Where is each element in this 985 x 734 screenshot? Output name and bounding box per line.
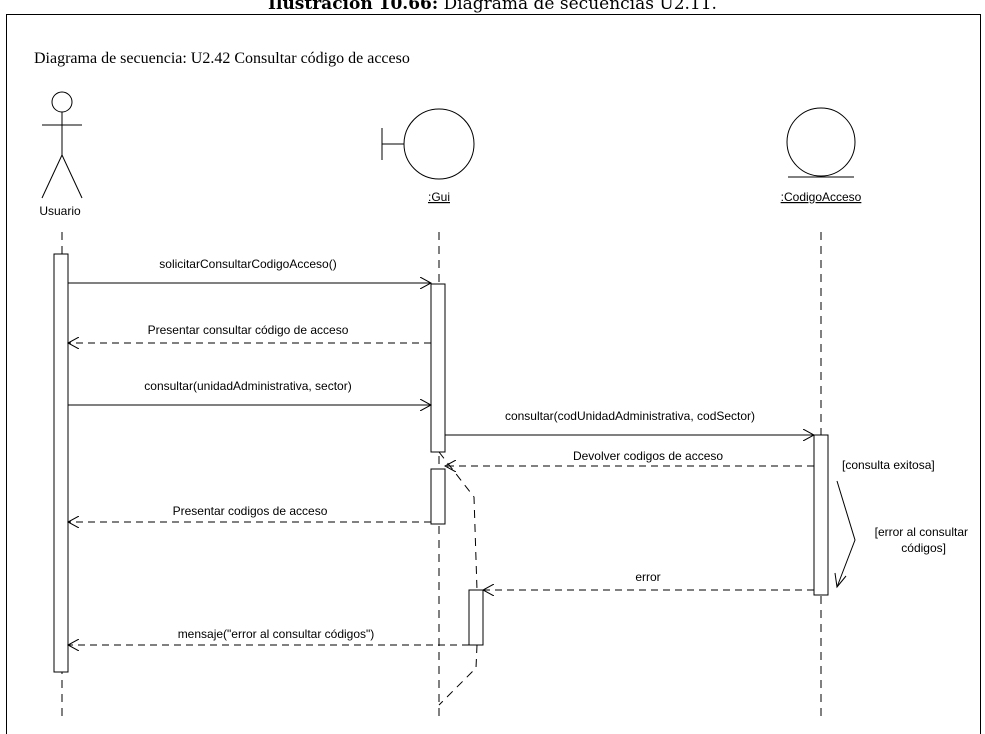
guard-success: [consulta exitosa] — [842, 458, 935, 472]
actor-right-leg — [61, 154, 83, 199]
boundary-gui: :Gui — [381, 108, 475, 204]
lifeline-label-codigoacceso: :CodigoAcceso — [781, 190, 862, 204]
caption-prefix: Ilustración 10.66: — [268, 0, 439, 14]
dashed-self-path-2 — [438, 644, 478, 706]
caption-text: Diagrama de secuencias U2.11. — [438, 0, 717, 14]
diagram-frame — [6, 14, 981, 734]
message-4-label: consultar(codUnidadAdministrativa, codSe… — [505, 409, 755, 423]
message-1-label: solicitarConsultarCodigoAcceso() — [159, 257, 336, 271]
guard-error-line1: [error al consultar — [875, 525, 968, 539]
activation-usuario — [53, 253, 69, 673]
entity-circle — [786, 107, 856, 177]
boundary-circle — [403, 108, 475, 180]
actor-left-leg — [41, 154, 63, 199]
diagram-title: Diagrama de secuencia: U2.42 Consultar c… — [34, 50, 410, 67]
message-3-label: consultar(unidadAdministrativa, sector) — [144, 379, 351, 393]
figure-caption: Ilustración 10.66: Diagrama de secuencia… — [0, 0, 985, 14]
lifeline-label-gui: :Gui — [428, 190, 450, 204]
activation-gui-3 — [468, 589, 484, 646]
message-7-label: error — [635, 570, 660, 584]
guard-bracket-arrowhead — [834, 572, 847, 589]
lifeline-label-usuario: Usuario — [39, 204, 81, 218]
actor-head — [51, 91, 73, 113]
message-5-label: Devolver codigos de acceso — [573, 449, 723, 463]
guard-bracket — [836, 480, 856, 588]
activation-gui-1 — [430, 283, 446, 453]
activation-codigoacceso — [813, 434, 829, 596]
guard-error-line2: códigos] — [901, 541, 946, 555]
actor-usuario: Usuario — [39, 91, 83, 218]
entity-codigoacceso: :CodigoAcceso — [781, 107, 862, 204]
activation-gui-2 — [430, 468, 446, 525]
message-6-label: Presentar codigos de acceso — [173, 504, 328, 518]
message-8-label: mensaje("error al consultar códigos") — [178, 627, 375, 641]
message-2-label: Presentar consultar código de acceso — [148, 323, 349, 337]
